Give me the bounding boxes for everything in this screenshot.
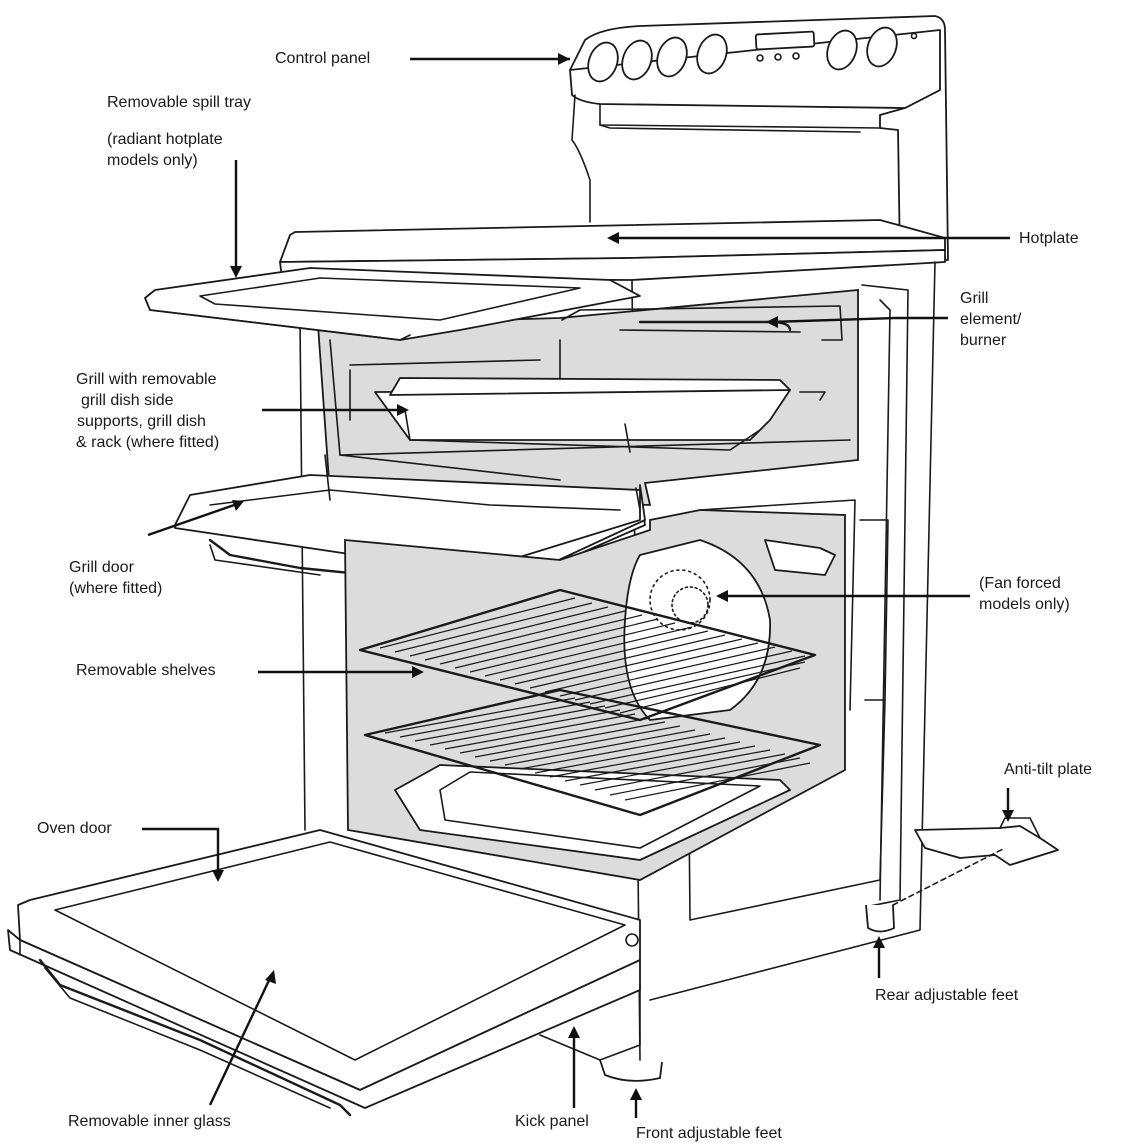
leader-inner-glass (208, 973, 274, 1106)
label-grill-door-line: Grill door (69, 559, 134, 576)
control-panel-unit (569, 15, 949, 261)
label-control-panel: Control panel (275, 50, 371, 67)
label-anti-tilt: Anti-tilt plate (1004, 761, 1093, 778)
label-shelves: Removable shelves (76, 662, 216, 679)
removable-shelves (358, 588, 822, 817)
label-grill: Grill with removable grill dish side sup… (76, 369, 219, 453)
label-oven-door: Oven door (37, 820, 112, 837)
spill-tray (144, 267, 641, 341)
label-inner-glass: Removable inner glass (68, 1113, 231, 1130)
kick-panel-and-feet (539, 904, 895, 1082)
label-grill-door: Grill door (where fitted) (69, 557, 162, 599)
leader-grill-element (769, 316, 948, 324)
label-spill-tray-line: Removable spill tray (107, 94, 252, 111)
leader-grill-door (147, 501, 241, 537)
label-spill-tray-note-line: (radiant hotplate (107, 131, 223, 148)
label-fan: (Fan forced models only) (979, 573, 1070, 615)
oven-door (7, 829, 641, 1117)
label-grill-element-line: Grill (960, 290, 989, 307)
label-grill-line: & rack (where fitted) (76, 434, 220, 451)
label-front-feet: Front adjustable feet (636, 1125, 782, 1142)
control-knobs (587, 26, 918, 83)
label-fan-line: (Fan forced (979, 575, 1061, 592)
anti-tilt-plate (892, 817, 1059, 906)
label-spill-tray: Removable spill tray (107, 92, 251, 113)
grill-dish (349, 359, 826, 453)
label-rear-feet: Rear adjustable feet (875, 987, 1019, 1004)
label-grill-element-line: burner (960, 332, 1007, 349)
hotplate-surface (279, 219, 946, 281)
label-grill-element-line: element/ (960, 311, 1022, 328)
label-hotplate: Hotplate (1019, 230, 1079, 247)
leader-oven-door (142, 827, 220, 878)
label-spill-tray-note-line: models only) (107, 152, 198, 169)
label-grill-door-line: (where fitted) (69, 580, 163, 597)
leader-lines (142, 53, 1014, 1118)
label-grill-line: supports, grill dish (77, 413, 206, 430)
label-grill-line: Grill with removable (76, 371, 217, 388)
label-grill-element: Grill element/ burner (960, 288, 1021, 351)
label-fan-line: models only) (979, 596, 1070, 613)
label-spill-tray-note: (radiant hotplate models only) (107, 129, 223, 171)
label-kick-panel: Kick panel (515, 1113, 589, 1130)
label-grill-line: grill dish side (81, 392, 174, 409)
